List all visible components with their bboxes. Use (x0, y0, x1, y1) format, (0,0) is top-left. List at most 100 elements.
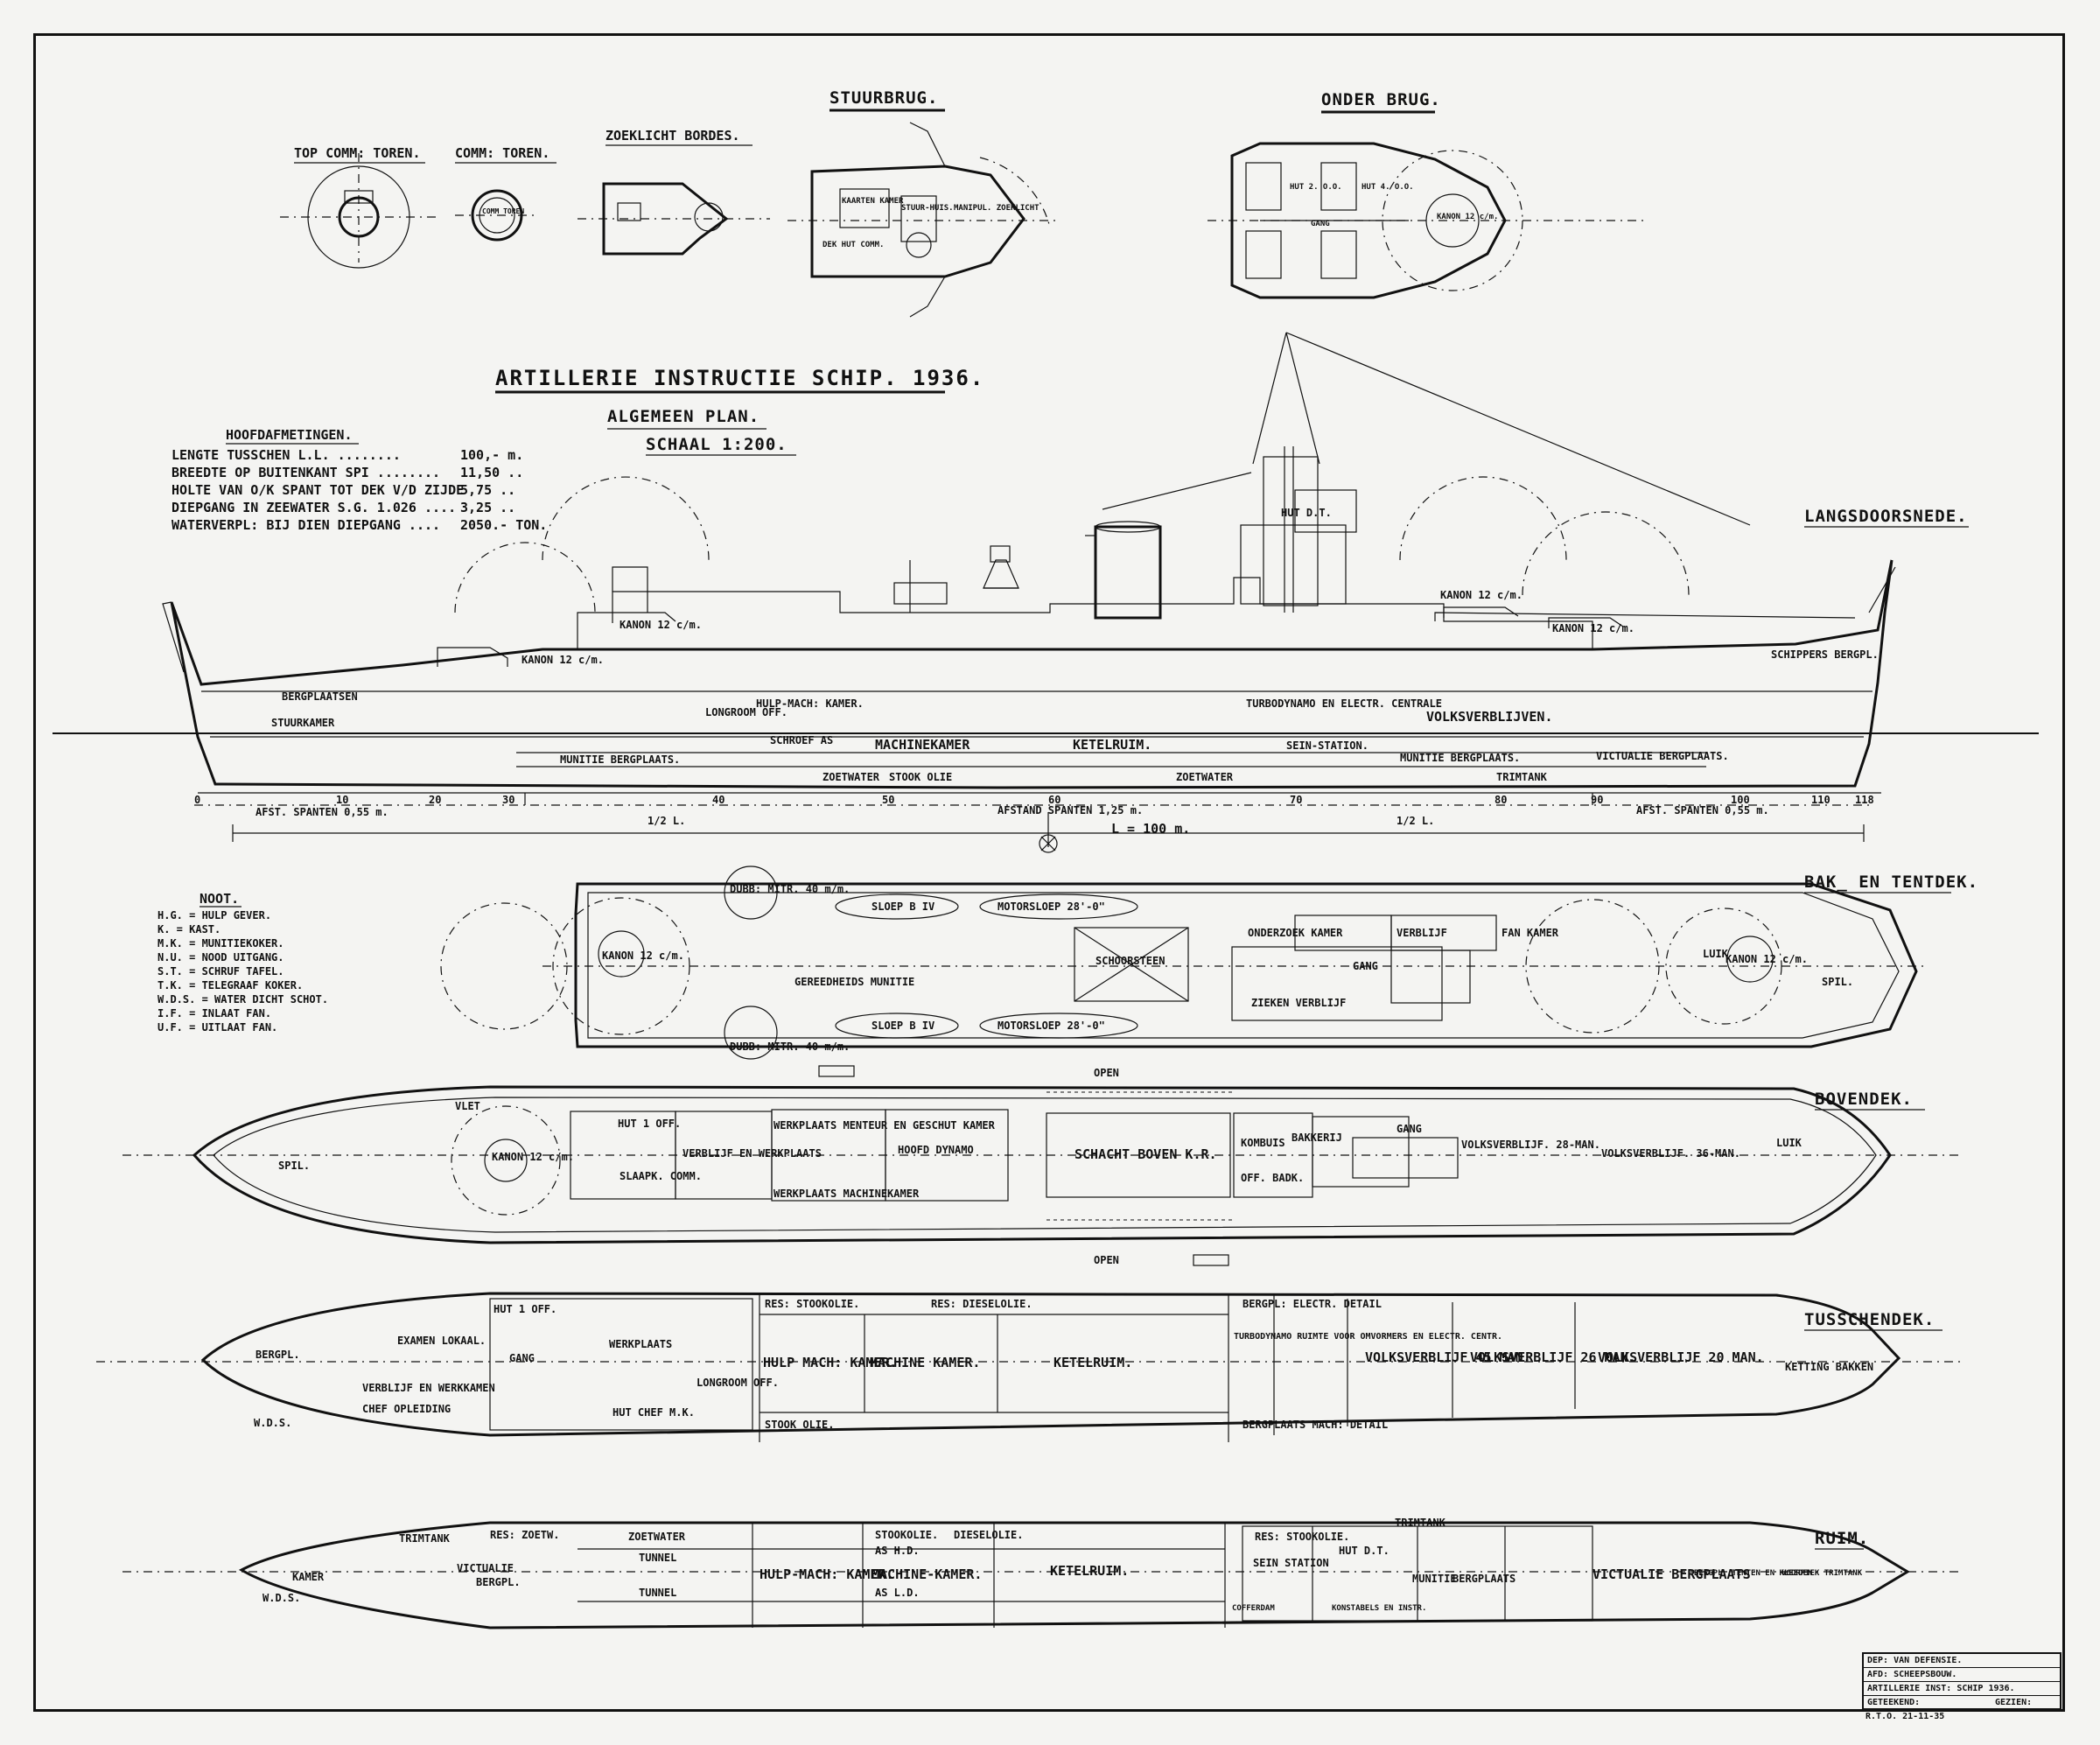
ruim-label: TUNNEL (639, 1552, 676, 1564)
boven-label: VERBLIJF EN WERKPLAATS (682, 1147, 822, 1160)
dim-row-value: 100,- m. (460, 447, 523, 463)
ruim-label: TRIMTANK (399, 1532, 451, 1545)
boven-label: WERKPLAATS MENTEUR EN GESCHUT KAMER (774, 1119, 996, 1132)
half-l-left: 1/2 L. (648, 815, 685, 827)
boven-label: HUT 1 OFF. (618, 1118, 681, 1130)
noot-row: K. = KAST. (158, 923, 220, 936)
label-tusschendek: TUSSCHENDEK. (1804, 1310, 1935, 1329)
profile-label: SEIN-STATION. (1286, 739, 1368, 752)
subtitle: ALGEMEEN PLAN. (607, 407, 760, 426)
tussen-deck-labels: BERGPL. EXAMEN LOKAAL. VERBLIJF EN WERKK… (254, 1298, 1873, 1431)
ruim-label: ZOETWATER (628, 1531, 686, 1543)
tussen-label: EXAMEN LOKAAL. (397, 1335, 486, 1347)
noot-row: N.U. = NOOD UITGANG. (158, 951, 284, 964)
boven-label: LUIK (1776, 1137, 1802, 1149)
length-label: L = 100 m. (1111, 821, 1190, 837)
frame-number: 10 (336, 794, 348, 806)
profile-label: SCHROEF AS (770, 734, 833, 746)
frame-number: 30 (502, 794, 514, 806)
noot-header: NOOT. (200, 891, 239, 907)
frame-number: 0 (194, 794, 200, 806)
title-block-signatures: GETEEKEND: GEZIEN: (1864, 1696, 2060, 1709)
onder-brug-label-gang: GANG (1311, 220, 1330, 228)
title-block-project: ARTILLERIE INST: SCHIP 1936. (1864, 1682, 2060, 1696)
title-block-checked-by: GEZIEN: (1995, 1698, 2033, 1707)
profile-label: STOOK OLIE (889, 771, 952, 783)
profile-label: KANON 12 c/m. (522, 654, 604, 666)
boven-deck-labels: OPEN OPEN KANON 12 c/m. HUT 1 OFF. VERBL… (278, 1067, 1802, 1266)
dim-row-label: WATERVERPL: BIJ DIEN DIEPGANG .... (172, 517, 440, 533)
ruim-label: SEIN STATION (1253, 1557, 1329, 1569)
title-block-drawn-by: GETEEKEND: (1867, 1698, 1921, 1707)
bak-label: SPIL. (1822, 976, 1853, 988)
detail-comm-toren: COMM: TOREN. COMM TOREN (455, 145, 556, 242)
label-onder-brug: ONDER BRUG. (1321, 90, 1441, 109)
ruim-label: W.D.S. (262, 1592, 300, 1604)
dim-row-label: LENGTE TUSSCHEN L.L. ........ (172, 447, 401, 463)
bak-label: MOTORSLOEP 28'-0" (998, 901, 1105, 913)
stuurbrug-label-stuurhuis: STUUR-HUIS. (901, 204, 954, 213)
deck-outline (200, 1292, 1901, 1437)
profile-label: LONGROOM OFF. (705, 706, 788, 718)
ruim-label: MACHINE-KAMER. (872, 1566, 982, 1582)
scale-label: SCHAAL 1:200. (646, 435, 788, 454)
plan-bak-tentdek (440, 865, 1925, 1060)
detail-zoeklicht-bordes: ZOEKLICHT BORDES. (578, 128, 770, 256)
profile-label: KETELRUIM. (1073, 737, 1152, 753)
ruim-label: RES: STOOKOLIE. (1255, 1531, 1349, 1543)
ruim-label: BERGPL. TENTEN EN KLEEDEN (1694, 1569, 1812, 1578)
tussen-label: MACHINE KAMER. (870, 1355, 980, 1370)
bak-label: GEREEDHEIDS MUNITIE (794, 976, 914, 988)
onder-brug-label-kanon: KANON 12 c/m. (1437, 213, 1498, 221)
tussen-label: HUT 1 OFF. (494, 1303, 556, 1315)
profile-label: MACHINEKAMER (875, 737, 970, 753)
tussen-label: TURBODYNAMO RUIMTE VOOR OMVORMERS EN ELE… (1234, 1332, 1502, 1342)
bak-deck-labels: SLOEP B IV MOTORSLOEP 28'-0" SLOEP B IV … (602, 883, 1853, 1053)
boven-label: VLET (455, 1100, 480, 1112)
tussen-label: KETTING BAKKEN (1785, 1361, 1873, 1373)
tussen-label: STOOK OLIE. (765, 1419, 834, 1431)
tussen-label: VOLKSVERBLIJF 26 MAN. (1470, 1349, 1636, 1365)
noot-row: S.T. = SCHRUF TAFEL. (158, 965, 284, 978)
tussen-label: VERBLIJF EN WERKKAMEN (362, 1382, 495, 1394)
tussen-label: RES: DIESELOLIE. (931, 1298, 1032, 1310)
plan-bovendek (122, 1065, 1960, 1266)
deck-outline (574, 882, 1918, 1048)
bak-label: VERBLIJF (1396, 927, 1447, 939)
plan-ruim (122, 1521, 1960, 1629)
boven-label: BAKKERIJ (1292, 1132, 1342, 1144)
ruim-label: DIESELOLIE. (954, 1529, 1023, 1541)
ruim-label: BERGPLAATS (1452, 1573, 1516, 1585)
profile-label: KANON 12 c/m. (620, 619, 702, 631)
funnel (1094, 525, 1162, 620)
tussen-label: VOLKSVERBLIJF 45 MAN. (1365, 1349, 1531, 1365)
dimensions-header: HOOFDAFMETINGEN. (226, 427, 353, 443)
ruim-label: KETELRUIM. (1050, 1563, 1129, 1579)
frame-number: 20 (429, 794, 441, 806)
profile-label: HUT D.T. (1281, 507, 1332, 519)
detail-stuurbrug: STUURBRUG. KAARTEN KAMER STUUR-HUIS. DEK… (788, 88, 1059, 318)
frame-spacing-mid: AFSTAND SPANTEN 1,25 m. (998, 804, 1143, 816)
boven-label: VOLKSVERBLIJF. 28-MAN. (1461, 1139, 1600, 1151)
noot-row: I.F. = INLAAT FAN. (158, 1007, 271, 1020)
profile-label: MUNITIE BERGPLAATS. (560, 753, 680, 766)
ruim-label: TUNNEL (639, 1587, 676, 1599)
stuurbrug-label-manipul: MANIPUL. ZOEKLICHT (954, 204, 1040, 213)
boven-label: KOMBUIS (1241, 1137, 1285, 1149)
title-block-division: AFD: SCHEEPSBOUW. (1864, 1668, 2060, 1682)
noot-row: W.D.S. = WATER DICHT SCHOT. (158, 993, 328, 1006)
ruim-label: AS H.D. (875, 1545, 920, 1557)
comm-toren-inner-label: COMM TOREN (482, 207, 524, 215)
bak-label: MOTORSLOEP 28'-0" (998, 1020, 1105, 1032)
boven-label: HOOFD DYNAMO (898, 1144, 974, 1156)
frame-number: 100 (1731, 794, 1750, 806)
boven-label: WERKPLAATS MACHINEKAMER (774, 1188, 920, 1200)
boven-label: SLAAPK. COMM. (620, 1170, 702, 1182)
bak-label: DUBB: MITR. 40 m/m. (730, 1041, 850, 1053)
profile-label: HULP-MACH: KAMER. (756, 697, 864, 710)
bak-label: SLOEP B IV (872, 901, 934, 913)
bak-label: LUIK (1703, 948, 1729, 960)
bak-label: ONDERZOEK KAMER (1248, 927, 1343, 939)
ruim-label: HUT D.T. (1339, 1545, 1390, 1557)
frame-number: 70 (1290, 794, 1302, 806)
